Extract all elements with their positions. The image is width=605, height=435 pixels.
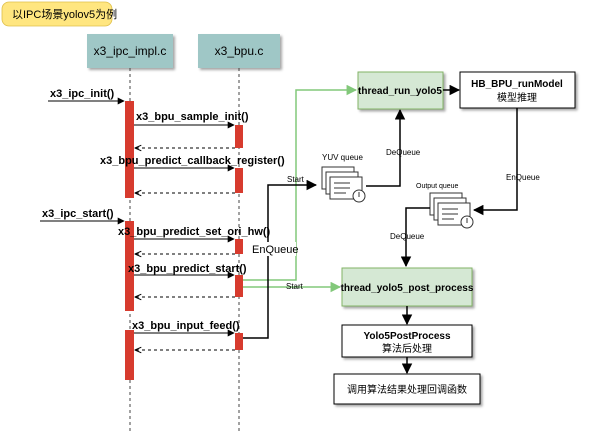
call-ipc-start-label: x3_ipc_start() — [42, 208, 114, 220]
activation-bpu-3 — [235, 239, 243, 254]
enqueue-output-line — [472, 108, 518, 216]
thread-post-process-label: thread_yolo5_post_process — [341, 283, 474, 294]
activation-bpu-1 — [235, 125, 243, 148]
call-callback-register-label: x3_bpu_predict_callback_register() — [100, 155, 285, 167]
enqueue-output-label: EnQueue — [506, 173, 540, 182]
thread-post-process-box — [341, 267, 473, 307]
title-badge-text: 以IPC场景yolov5为例 — [12, 7, 117, 21]
activation-impl-2 — [125, 221, 134, 311]
call-set-ori-hw-label: x3_bpu_predict_set_ori_hw() — [118, 226, 271, 238]
enqueue-label: EnQueue — [252, 244, 298, 256]
call-predict-start-label: x3_bpu_predict_start() — [128, 263, 247, 275]
lifeline-impl-label: x3_ipc_impl.c — [94, 44, 167, 58]
thread-run-yolo5-box — [357, 71, 444, 110]
lifeline-bpu-label: x3_bpu.c — [215, 44, 264, 58]
yuv-queue-icon — [321, 166, 366, 203]
activation-bpu-5 — [235, 333, 243, 350]
call-input-feed-label: x3_bpu_input_feed() — [132, 320, 240, 332]
call-sample-init-label: x3_bpu_sample_init() — [136, 111, 249, 123]
title-badge — [1, 1, 113, 27]
dequeue-output-label: DeQueue — [390, 232, 425, 241]
start-post-label: Start — [286, 282, 304, 291]
activation-impl-1 — [125, 101, 134, 198]
output-queue-icon — [429, 192, 474, 229]
run-model-box — [459, 71, 576, 109]
dequeue-output-line — [400, 207, 430, 268]
post-process-box — [341, 324, 473, 358]
yuv-queue-label: YUV queue — [322, 153, 363, 162]
activation-bpu-2 — [235, 168, 243, 193]
call-ipc-init-label: x3_ipc_init() — [50, 88, 115, 100]
enqueue-label-bg — [250, 242, 296, 256]
start-enqueue-label: Start — [287, 175, 305, 184]
output-queue-label: Output queue — [416, 183, 459, 190]
callback-box — [333, 373, 481, 405]
activation-bpu-4 — [235, 275, 243, 297]
thread-run-yolo5-label: thread_run_yolo5 — [358, 86, 442, 97]
run-model-sub: 模型推理 — [497, 91, 537, 104]
dequeue-yuv-line — [366, 108, 406, 187]
enqueue-line — [243, 179, 318, 339]
lifeline-bpu-header — [198, 34, 280, 68]
callback-label: 调用算法结果处理回调函数 — [347, 383, 467, 396]
activation-impl-3 — [125, 330, 134, 380]
dequeue-yuv-label: DeQueue — [386, 148, 421, 157]
post-process-sub: 算法后处理 — [382, 342, 432, 355]
post-process-label: Yolo5PostProcess — [363, 331, 451, 342]
run-model-label: HB_BPU_runModel — [471, 79, 563, 90]
lifeline-impl-header — [87, 34, 173, 68]
